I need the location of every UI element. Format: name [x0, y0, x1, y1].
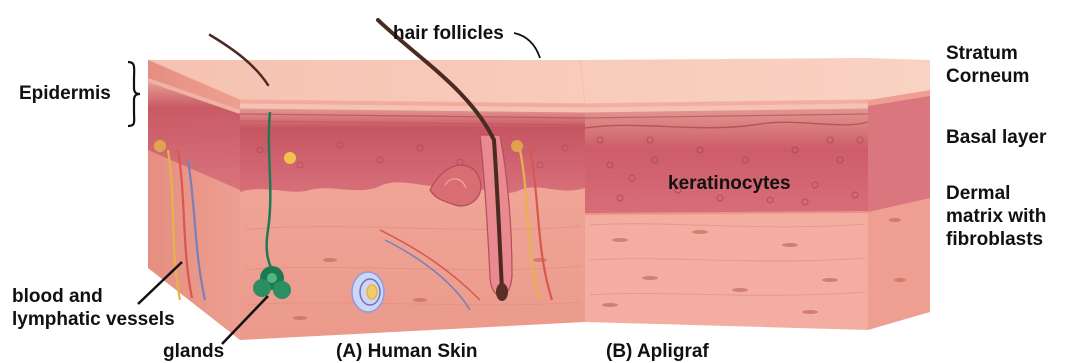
- dermal-matrix-label: Dermal matrix with fibroblasts: [946, 182, 1046, 251]
- hair-follicles-label: hair follicles: [393, 22, 504, 45]
- keratinocytes-label: keratinocytes: [668, 172, 791, 195]
- stratum-corneum-label: Stratum Corneum: [946, 42, 1029, 88]
- glands-label: glands: [163, 340, 224, 363]
- human-skin-caption: (A) Human Skin: [336, 340, 477, 363]
- hair-follicles-pointer: [514, 33, 540, 58]
- blood-vessels-label: blood and lymphatic vessels: [12, 285, 175, 331]
- pacinian-corpuscle: [352, 272, 384, 312]
- basal-layer-label: Basal layer: [946, 126, 1046, 149]
- epidermis-bracket: [128, 62, 140, 126]
- human-epidermis-band: [240, 106, 585, 193]
- apligraf-epidermis-band: [585, 106, 868, 214]
- apligraf-caption: (B) Apligraf: [606, 340, 709, 363]
- epidermis-label: Epidermis: [19, 82, 111, 105]
